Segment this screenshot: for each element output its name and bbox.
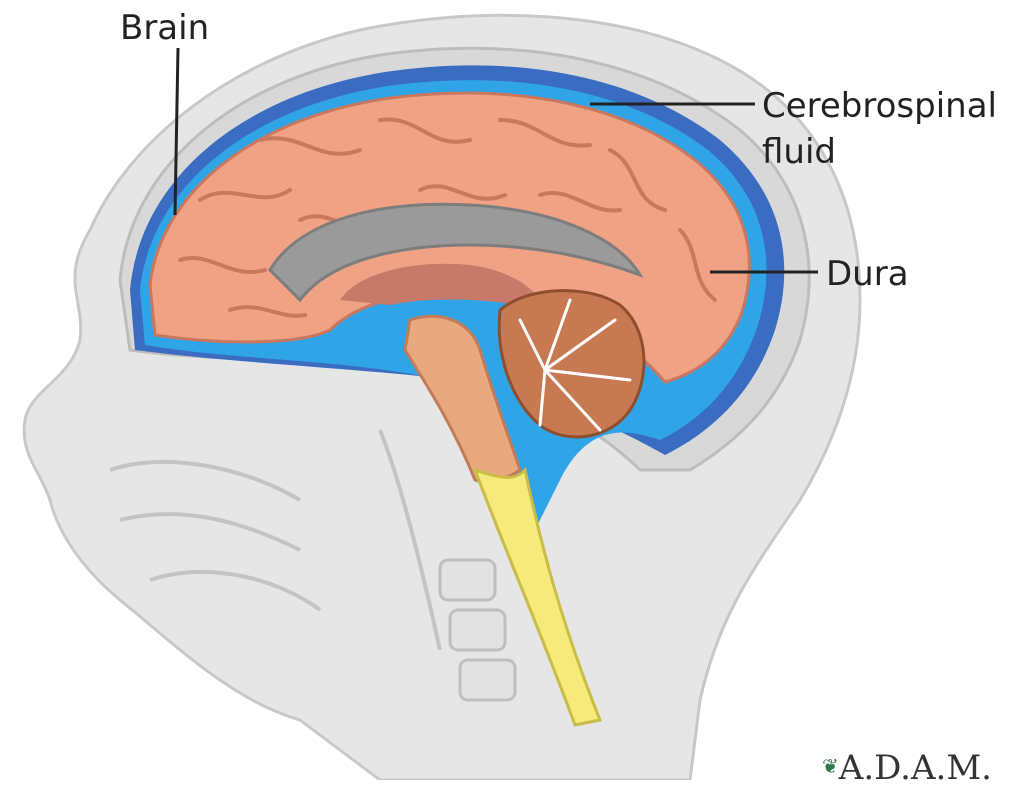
dura-label: Dura: [826, 254, 909, 294]
adam-logo: ❦A.D.A.M.: [822, 748, 992, 788]
cerebrospinal-fluid-label-line1: Cerebrospinal: [762, 86, 997, 126]
brain-label: Brain: [120, 8, 209, 48]
leaf-icon: ❦: [822, 754, 839, 778]
logo-text: A.D.A.M.: [839, 748, 992, 788]
cerebrospinal-fluid-label-line2: fluid: [762, 132, 836, 172]
